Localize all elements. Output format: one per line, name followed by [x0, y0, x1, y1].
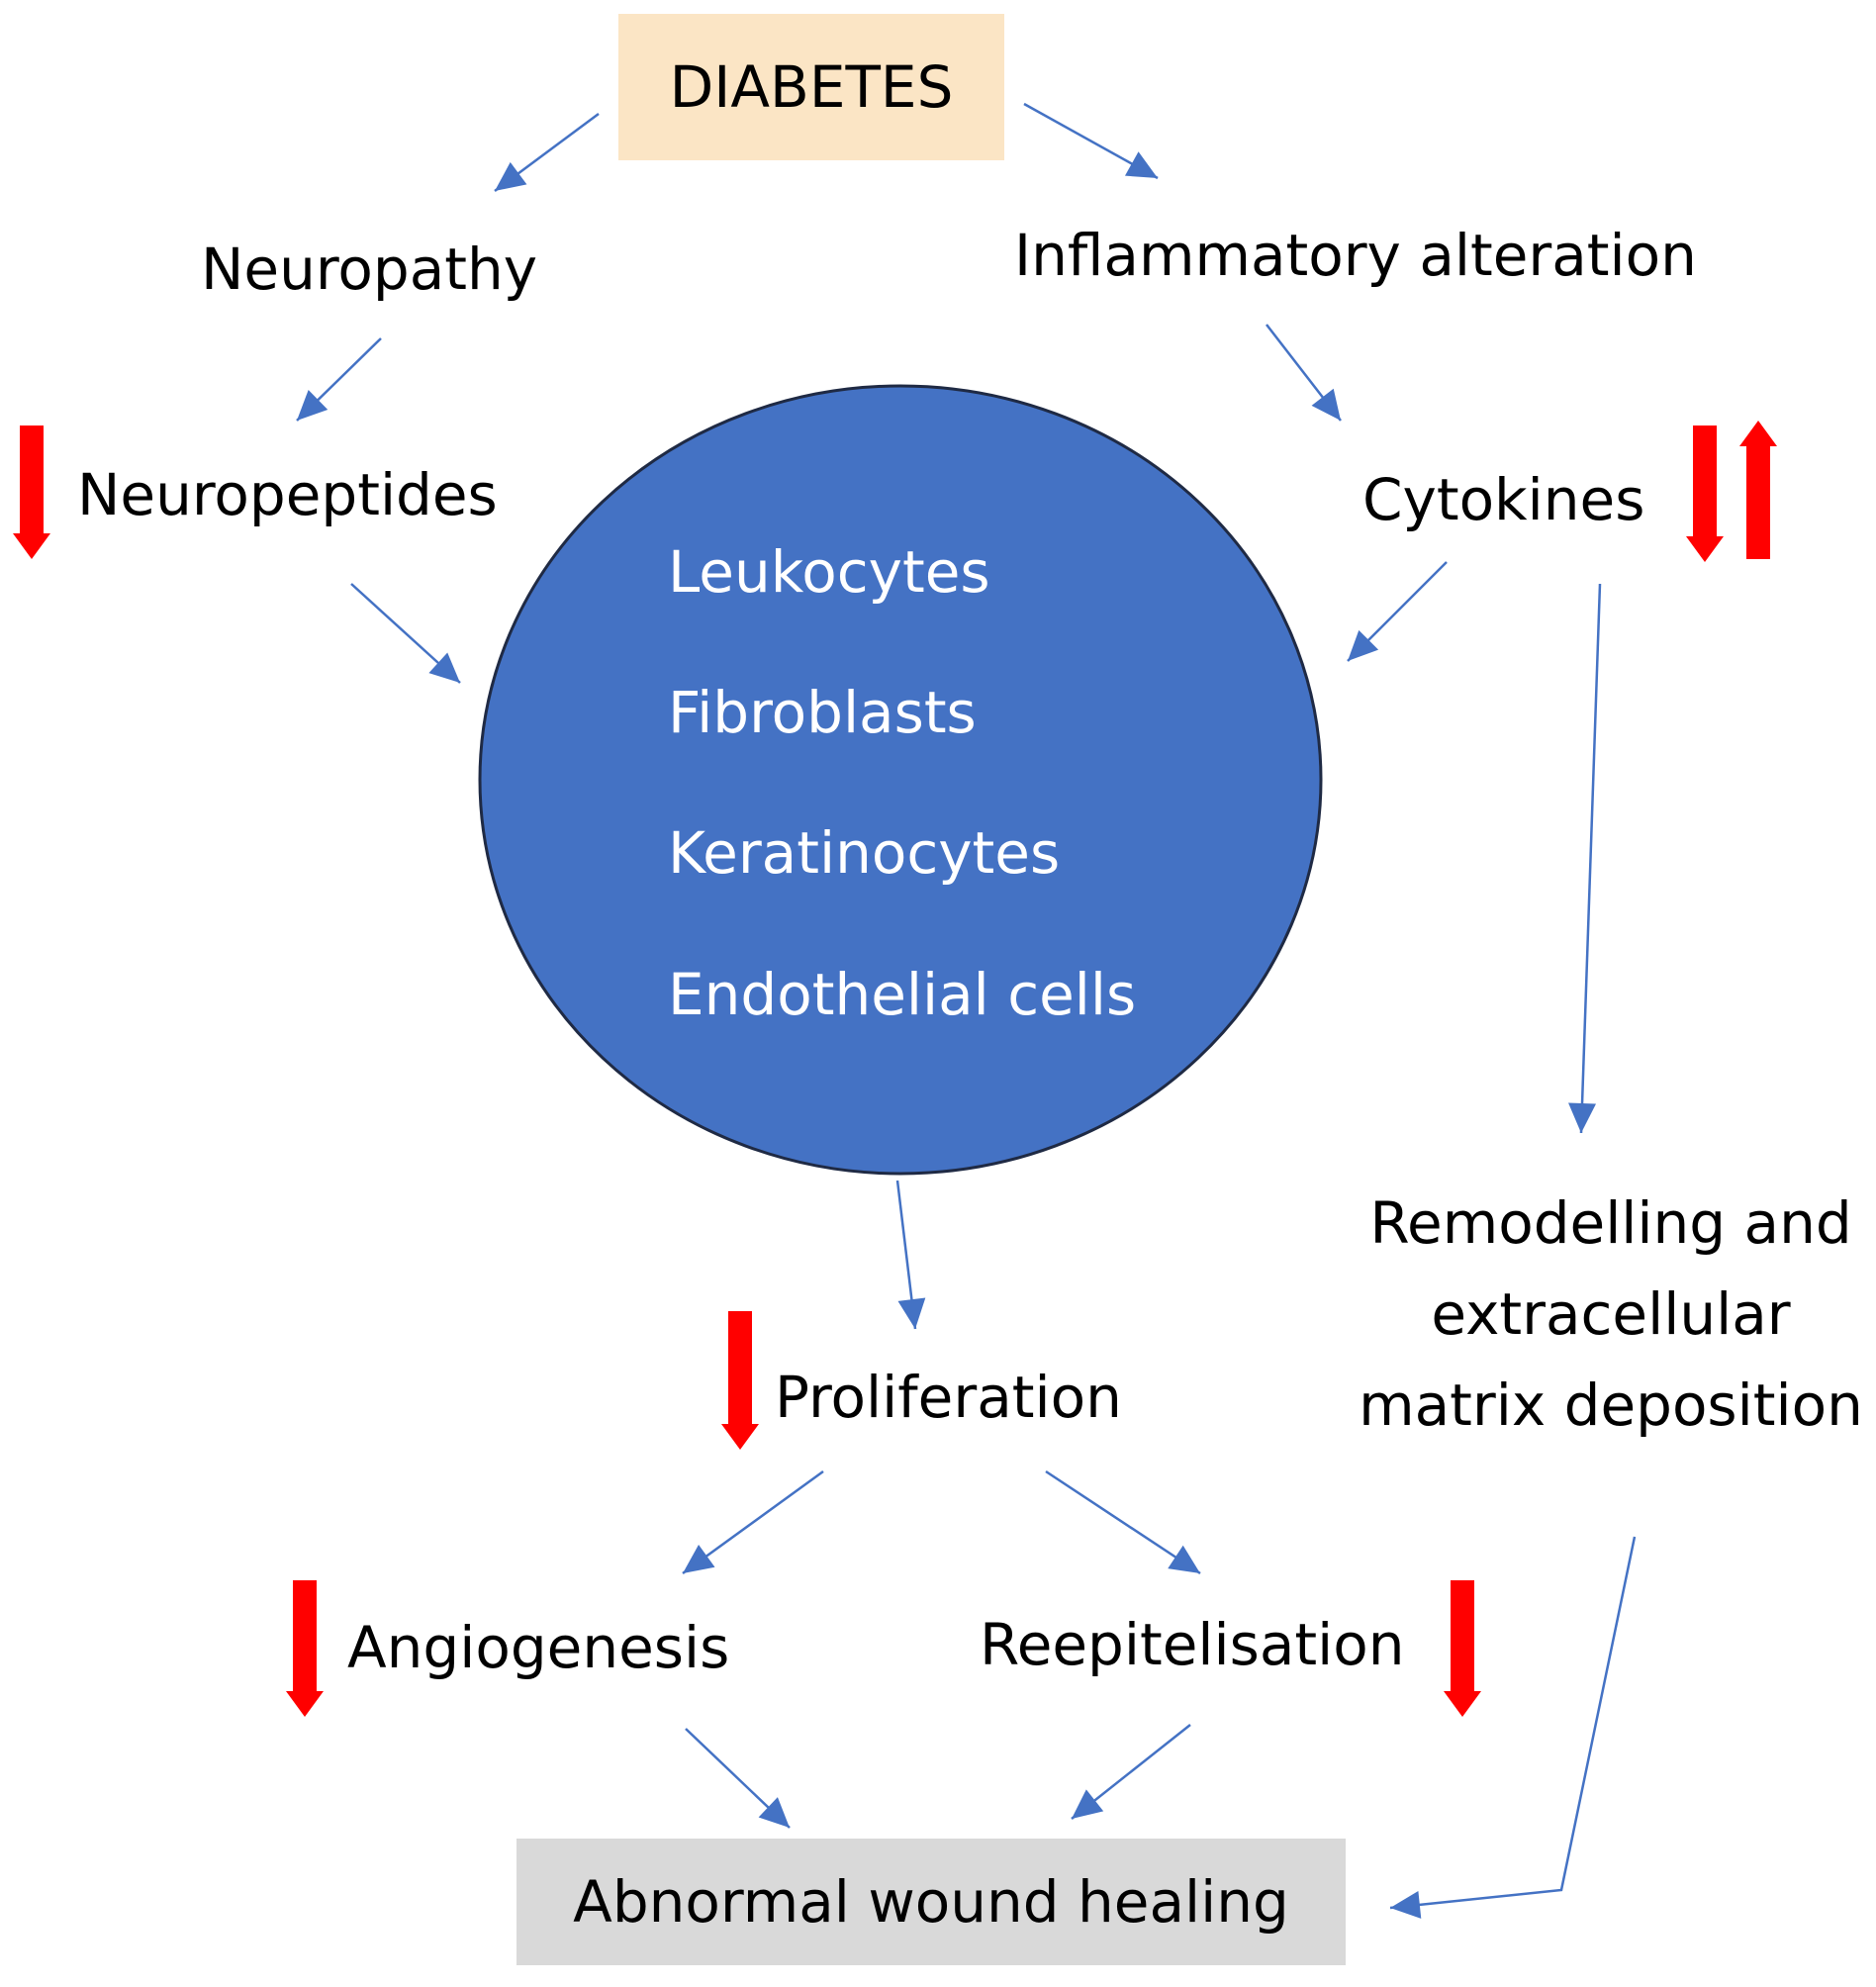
outcome-label: Abnormal wound healing	[573, 1868, 1289, 1936]
remodelling-line-2: extracellular	[1431, 1280, 1791, 1348]
arrow-remodelling-outcome-head	[1390, 1890, 1422, 1919]
connector-arrows	[296, 102, 1637, 1919]
angiogenesis-label: Angiogenesis	[347, 1614, 730, 1681]
cell-types-circle	[478, 384, 1323, 1176]
arrow-cytokines-remodelling-line	[1579, 583, 1602, 1134]
indicator-arrows	[13, 421, 1777, 1717]
cell-label-fibroblasts: Fibroblasts	[668, 679, 977, 746]
inflammatory-alteration-label: Inflammatory alteration	[1014, 222, 1697, 289]
arrow-angiogenesis-outcome-head	[758, 1797, 790, 1828]
proliferation-down-arrow	[721, 1311, 759, 1450]
remodelling-line-3: matrix deposition	[1359, 1372, 1863, 1439]
cytokines-up-arrow	[1739, 421, 1777, 559]
outcome-box	[516, 1839, 1346, 1965]
reepitelisation-down-arrow	[1444, 1580, 1481, 1717]
arrow-proliferation-reepitelisation-line	[1045, 1469, 1201, 1575]
arrow-diabetes-inflammatory-head	[1124, 151, 1158, 178]
neuropeptides-label: Neuropeptides	[77, 461, 498, 528]
arrow-neuropathy-neuropeptides-head	[297, 390, 328, 421]
cytokines-down-arrow	[1686, 426, 1724, 562]
arrow-neuropeptides-cells-head	[428, 652, 460, 683]
remodelling-label: Remodelling and extracellular matrix dep…	[1354, 1178, 1868, 1451]
arrow-inflammatory-cytokines-head	[1311, 388, 1341, 421]
cell-label-leukocytes: Leukocytes	[668, 538, 990, 606]
cytokines-label: Cytokines	[1362, 466, 1645, 533]
cell-label-endothelial-cells: Endothelial cells	[668, 961, 1137, 1028]
proliferation-label: Proliferation	[775, 1364, 1122, 1431]
diabetes-label: DIABETES	[669, 53, 954, 121]
arrow-cytokines-cells-head	[1348, 629, 1379, 661]
remodelling-line-1: Remodelling and	[1369, 1189, 1852, 1257]
arrow-diabetes-neuropathy-head	[495, 161, 527, 191]
diabetes-box	[618, 14, 1004, 160]
neuropathy-label: Neuropathy	[201, 236, 538, 303]
arrow-cells-proliferation-head	[897, 1297, 926, 1329]
arrow-proliferation-angiogenesis-head	[683, 1545, 715, 1573]
angiogenesis-down-arrow	[286, 1580, 324, 1717]
cell-label-keratinocytes: Keratinocytes	[668, 819, 1061, 887]
neuropeptides-down-arrow	[13, 426, 50, 559]
arrow-cytokines-remodelling-head	[1568, 1102, 1597, 1133]
arrow-reepitelisation-outcome-head	[1072, 1789, 1104, 1819]
reepitelisation-label: Reepitelisation	[980, 1611, 1405, 1678]
arrow-remodelling-outcome-line	[1389, 1536, 1637, 1910]
arrow-proliferation-reepitelisation-head	[1168, 1545, 1200, 1573]
